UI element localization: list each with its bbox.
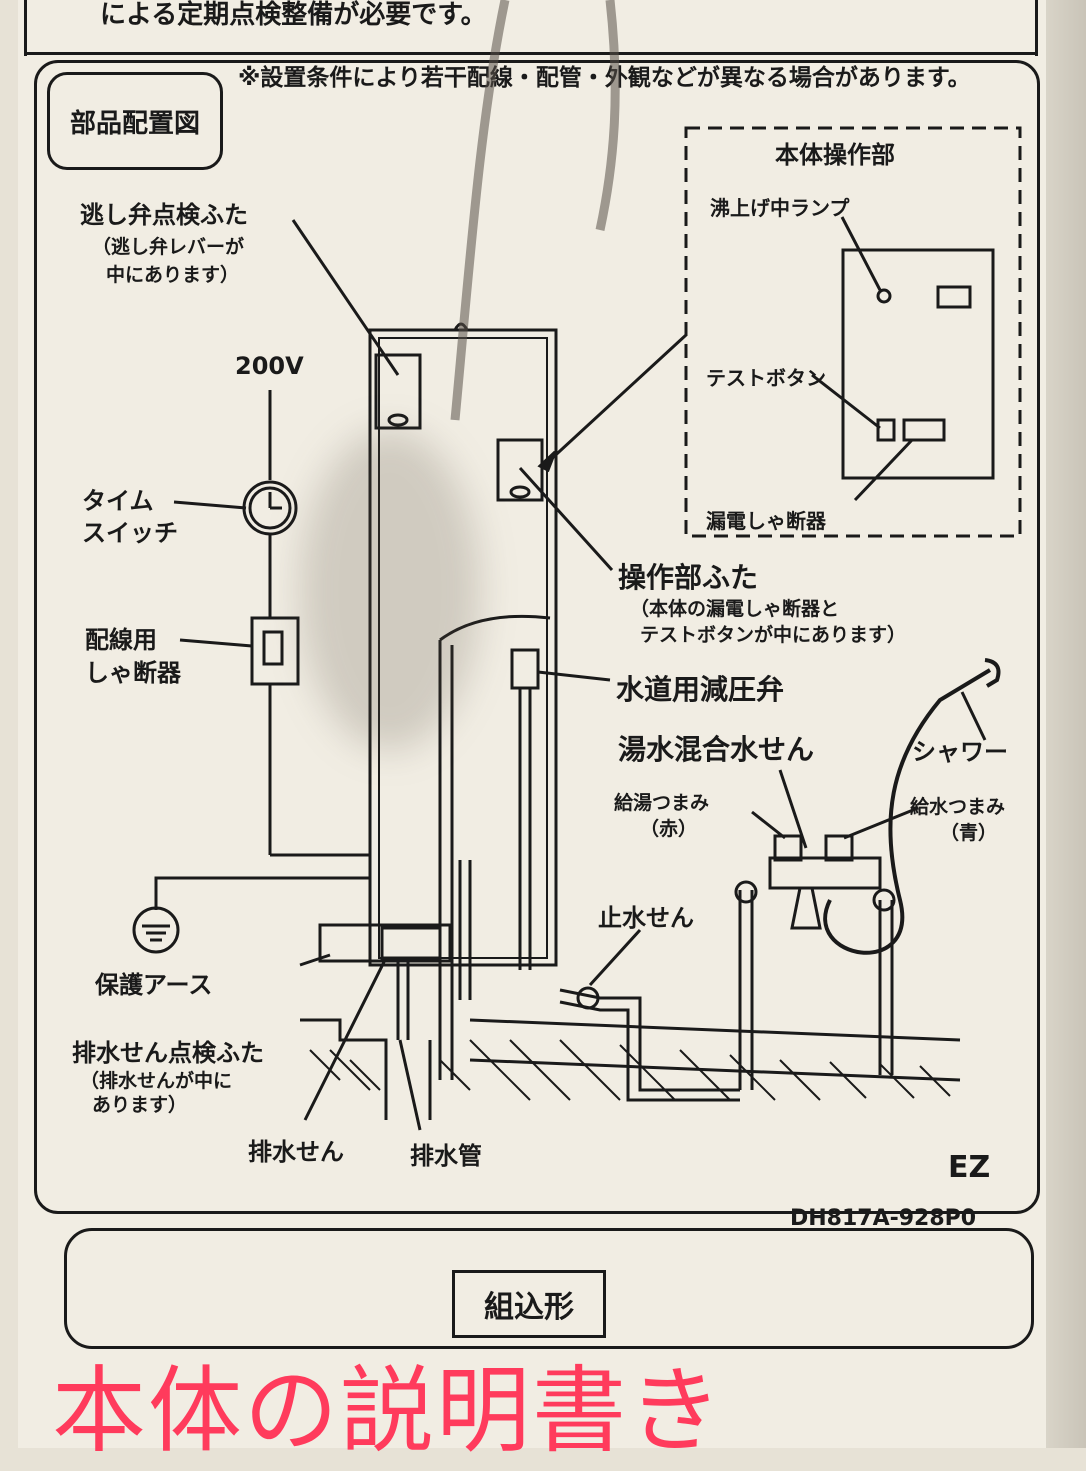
code-label: DH817A-928P0 [790, 1206, 977, 1231]
mixer-label: 湯水混合水せん [618, 733, 815, 766]
stop-valve-label: 止水せん [598, 904, 694, 932]
operation-cover [496, 438, 544, 502]
operation-panel-title: 本体操作部 [775, 141, 895, 169]
ground-label: 保護アース [95, 971, 213, 999]
panel-switch-top [936, 285, 972, 309]
cold-knob-label-2: （青） [940, 822, 998, 844]
pressure-valve-label: 水道用減圧弁 [616, 673, 785, 706]
breaker-switch [902, 418, 946, 442]
test-button-label: テストボタン [706, 366, 826, 390]
wiring-breaker-label-1: 配線用 [85, 626, 157, 654]
cold-knob-label-1: 給水つまみ [910, 796, 1006, 818]
bottom-label: 組込形 [452, 1270, 606, 1338]
overlay-caption: 本体の説明書き [52, 1357, 725, 1466]
drain-pipe-label: 排水管 [410, 1142, 482, 1170]
heating-lamp [876, 288, 892, 304]
hot-knob-label-2: （赤） [640, 818, 698, 840]
plate-edge [1046, 0, 1086, 1448]
ground-symbol [132, 906, 180, 954]
operation-note-2: テストボタンが中にあります） [640, 624, 907, 646]
drain-cover-label: 排水せん点検ふた [72, 1039, 264, 1067]
timer-label-2: スイッチ [82, 519, 178, 547]
heating-lamp-label: 沸上げ中ランプ [710, 196, 850, 220]
lower-frame [64, 1228, 1034, 1349]
relief-note-2: 中にあります） [106, 264, 240, 286]
relief-cover-label: 逃し弁点検ふた [80, 201, 248, 229]
cord-shadow [300, 430, 480, 750]
model-label: EZ [948, 1150, 991, 1185]
voltage-label: 200V [235, 352, 304, 380]
relief-valve-cover [374, 353, 422, 430]
breaker-label: 漏電しゃ断器 [706, 509, 826, 533]
header-right-border [1035, 0, 1038, 56]
instruction-plate [18, 0, 1046, 1448]
stop-valve [576, 986, 600, 1010]
hot-knob-label-1: 給湯つまみ [614, 792, 710, 814]
installation-note: ※設置条件により若干配線・配管・外観などが異なる場合があります。 [238, 65, 971, 91]
test-button [876, 418, 896, 442]
shower-label: シャワー [912, 738, 1008, 766]
relief-note-1: （逃し弁レバーが [92, 236, 245, 258]
header-text: による定期点検整備が必要です。 [100, 0, 487, 30]
wiring-breaker-label-2: しゃ断器 [85, 659, 181, 687]
operation-panel-frame [684, 126, 1022, 538]
timer-label-1: タイム [82, 487, 154, 515]
header-left-border [24, 0, 27, 56]
operation-cover-label: 操作部ふた [618, 561, 759, 594]
operation-panel-plate [841, 248, 995, 480]
diagram-frame [34, 60, 1040, 1214]
drain-note-1: （排水せんが中に [80, 1070, 233, 1092]
header-divider [24, 52, 1038, 55]
wiring-breaker [250, 616, 300, 686]
section-title: 部品配置図 [47, 72, 223, 170]
drain-plug-label: 排水せん [248, 1138, 344, 1166]
operation-note-1: （本体の漏電しゃ断器と [630, 598, 840, 620]
pressure-reducing-valve [510, 648, 540, 690]
drain-note-2: あります） [92, 1094, 188, 1116]
